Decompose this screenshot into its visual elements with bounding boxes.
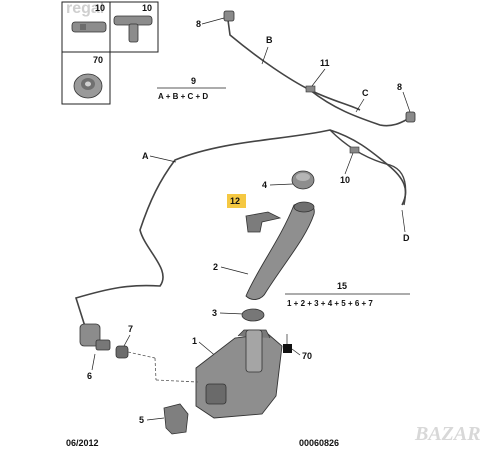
hose-d — [329, 129, 407, 206]
callout-10: 10 — [340, 175, 350, 185]
callout-70: 70 — [302, 351, 312, 361]
watermark-bottom: BAZAR — [414, 423, 481, 445]
callout-12: 12 — [230, 196, 240, 206]
washer-reservoir — [195, 329, 283, 419]
group-9-formula: A + B + C + D — [158, 92, 208, 101]
diagram-reference: 00060826 — [299, 438, 339, 448]
washer-pump — [79, 323, 111, 351]
callout-3: 3 — [212, 308, 217, 318]
callout-11: 11 — [320, 58, 330, 68]
filler-cap — [291, 170, 315, 190]
callout-a: A — [142, 151, 149, 161]
group-15-formula: 1 + 2 + 3 + 4 + 5 + 6 + 7 — [287, 299, 373, 308]
callout-6: 6 — [87, 371, 92, 381]
callout-9: 9 — [191, 76, 196, 86]
hose-c — [309, 89, 411, 127]
t-connector-part — [113, 15, 153, 43]
seal-ring — [241, 308, 265, 322]
callout-7: 7 — [128, 324, 133, 334]
washer-nozzle-left — [223, 10, 235, 22]
diagram-date: 06/2012 — [66, 438, 99, 448]
callout-b: B — [266, 35, 273, 45]
inset-panel: 10 10 70 — [61, 1, 159, 105]
callout-1: 1 — [192, 336, 197, 346]
pump-bracket — [163, 403, 189, 435]
callout-5: 5 — [139, 415, 144, 425]
grommet-part — [73, 73, 103, 99]
part-70-marker — [283, 344, 292, 353]
callout-4: 4 — [262, 180, 267, 190]
callout-70-inset: 70 — [93, 55, 103, 65]
straight-connector-part — [71, 21, 107, 33]
watermark-top: regal — [66, 0, 104, 17]
junction-10 — [349, 146, 360, 154]
callout-12-highlight — [227, 194, 246, 208]
junction-11 — [305, 85, 316, 93]
hose-a — [74, 129, 407, 337]
callout-8-right: 8 — [397, 82, 402, 92]
hose-b — [227, 19, 361, 111]
washer-nozzle-right — [405, 111, 416, 123]
callout-10-inset-a: 10 — [95, 3, 105, 13]
callout-10-inset-b: 10 — [142, 3, 152, 13]
mounting-bracket — [245, 211, 282, 233]
filler-neck-hose — [245, 202, 315, 300]
callout-2: 2 — [213, 262, 218, 272]
callout-c: C — [362, 88, 369, 98]
callout-d: D — [403, 233, 410, 243]
callout-15: 15 — [337, 281, 347, 291]
pump-grommet — [115, 345, 129, 359]
callout-8-left: 8 — [196, 19, 201, 29]
